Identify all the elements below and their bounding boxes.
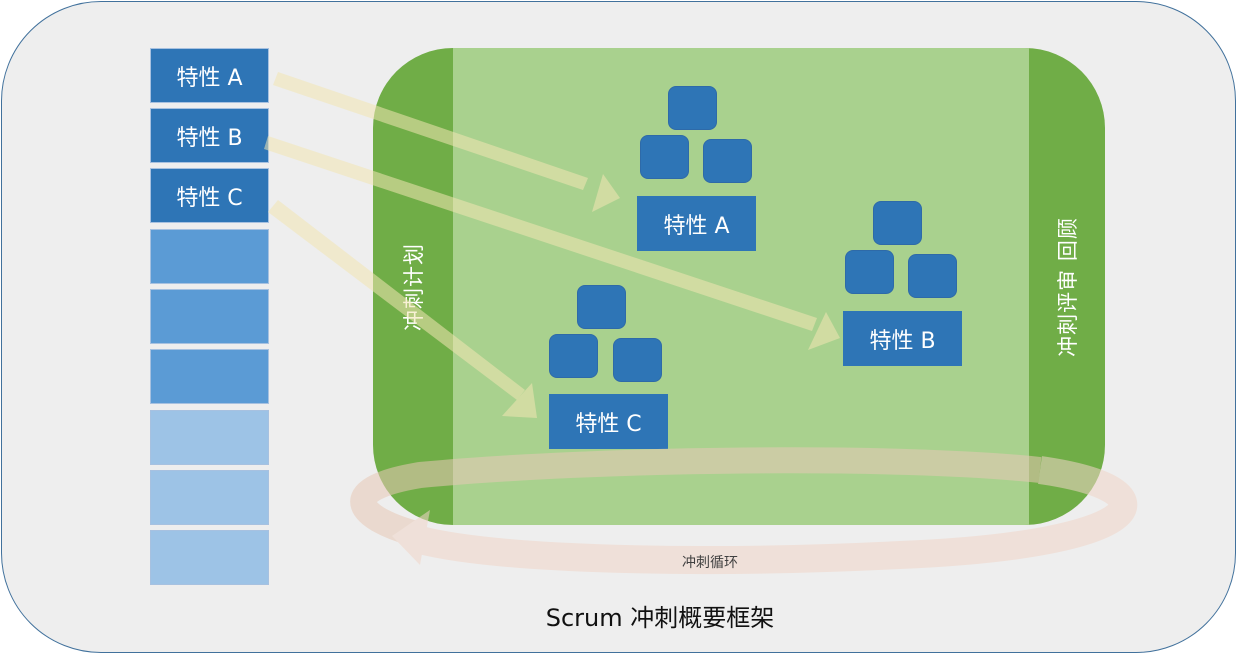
backlog-item: [150, 289, 269, 344]
task-block: [845, 250, 894, 294]
task-block: [873, 201, 922, 245]
sprint-cycle-loop: [350, 447, 1138, 574]
sprint-feature-b: 特性 B: [843, 311, 962, 366]
backlog-item-feature-c: 特性 C: [150, 168, 269, 223]
arrow-feature-a: [273, 72, 620, 212]
task-block: [908, 254, 957, 298]
arrow-head-icon: [502, 383, 537, 418]
diagram-title: Scrum 冲刺概要框架: [545, 604, 775, 632]
arrow-head-icon: [808, 312, 840, 350]
backlog-item-feature-b: 特性 B: [150, 108, 269, 163]
backlog-item: [150, 410, 269, 465]
backlog-item: [150, 470, 269, 525]
task-block: [668, 86, 717, 130]
cycle-arrowhead-icon: [392, 510, 430, 565]
backlog-item-feature-a: 特性 A: [150, 48, 269, 103]
backlog-item-label: 特性 B: [176, 125, 243, 151]
arrow-shaft: [264, 136, 817, 331]
arrow-head-icon: [592, 174, 620, 212]
task-block: [577, 285, 626, 329]
sprint-feature-c: 特性 C: [549, 394, 668, 449]
sprint-feature-label: 特性 A: [663, 213, 730, 239]
backlog-item: [150, 530, 269, 585]
backlog-item-label: 特性 A: [176, 65, 243, 91]
task-block: [549, 334, 598, 378]
sprint-cycle-label: 冲刺循环: [682, 555, 738, 571]
sprint-feature-a: 特性 A: [637, 196, 756, 251]
arrow-feature-c: [268, 200, 537, 418]
sprint-feature-label: 特性 C: [575, 411, 642, 437]
backlog-item: [150, 349, 269, 404]
task-block: [703, 139, 752, 183]
backlog-item-label: 特性 C: [176, 185, 243, 211]
backlog-item: [150, 229, 269, 284]
arrow-feature-b: [264, 136, 840, 350]
cycle-path-back: [350, 447, 1042, 548]
cycle-path-front: [416, 456, 1138, 574]
arrow-shaft: [273, 72, 588, 190]
sprint-feature-label: 特性 B: [869, 328, 936, 354]
arrow-shaft: [268, 200, 525, 400]
task-block: [640, 135, 689, 179]
task-block: [613, 338, 662, 382]
